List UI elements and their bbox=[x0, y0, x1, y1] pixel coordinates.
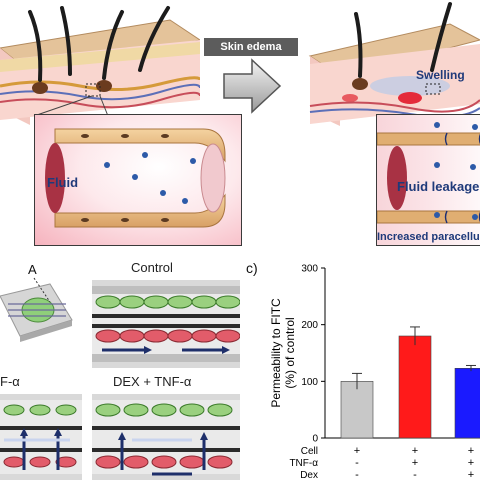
vessel-leak-inset: Fluid leakage Increased paracellu bbox=[376, 114, 480, 246]
condition-mark: + bbox=[412, 457, 418, 469]
y-tick-label: 100 bbox=[301, 377, 318, 388]
vessel-normal-inset: Fluid bbox=[34, 114, 242, 246]
vessel-normal-drawing bbox=[45, 128, 226, 228]
condition-mark: + bbox=[468, 457, 474, 469]
tnf-channel-illustration bbox=[0, 394, 82, 480]
y-tick-label: 200 bbox=[301, 320, 318, 331]
y-axis-label-line2: (%) of control bbox=[283, 317, 297, 388]
condition-mark: + bbox=[468, 469, 474, 480]
condition-label: TNF-α bbox=[289, 458, 318, 469]
control-title: Control bbox=[131, 260, 173, 275]
control-channel-illustration bbox=[92, 280, 240, 368]
y-tick-label: 0 bbox=[312, 434, 318, 445]
skin-edema-label: Skin edema bbox=[204, 38, 298, 56]
paracellular-label: Increased paracellu bbox=[377, 231, 480, 243]
condition-mark: + bbox=[412, 445, 418, 457]
skin-edema-illustration bbox=[308, 2, 480, 126]
condition-mark: - bbox=[355, 469, 359, 480]
condition-label: Dex bbox=[300, 470, 318, 480]
point-a-label: A bbox=[28, 262, 37, 277]
vessel-leak-drawing bbox=[377, 122, 480, 224]
condition-label: Cell bbox=[301, 446, 318, 457]
condition-mark: - bbox=[413, 469, 417, 480]
fluid-leakage-label: Fluid leakage bbox=[397, 179, 480, 194]
process-arrow bbox=[223, 58, 282, 114]
bar-2 bbox=[454, 368, 480, 439]
fluid-label: Fluid bbox=[47, 175, 79, 190]
skin-normal-illustration bbox=[0, 6, 200, 125]
condition-mark: - bbox=[355, 457, 359, 469]
chip-overview-illustration bbox=[0, 277, 73, 342]
y-tick-label: 300 bbox=[301, 264, 318, 275]
panel-c-letter: c) bbox=[246, 260, 258, 276]
bar-1 bbox=[398, 335, 432, 439]
zoom-lines bbox=[33, 95, 109, 117]
dex-tnf-title: DEX + TNF-α bbox=[113, 374, 192, 389]
dex-tnf-channel-illustration bbox=[92, 394, 240, 480]
condition-mark: + bbox=[354, 445, 360, 457]
condition-mark: + bbox=[468, 445, 474, 457]
bar-0 bbox=[340, 381, 374, 439]
y-axis-label-line1: Permeability to FITC bbox=[269, 298, 283, 408]
tnf-title: F-α bbox=[0, 374, 20, 389]
swelling-label: Swelling bbox=[416, 68, 465, 82]
